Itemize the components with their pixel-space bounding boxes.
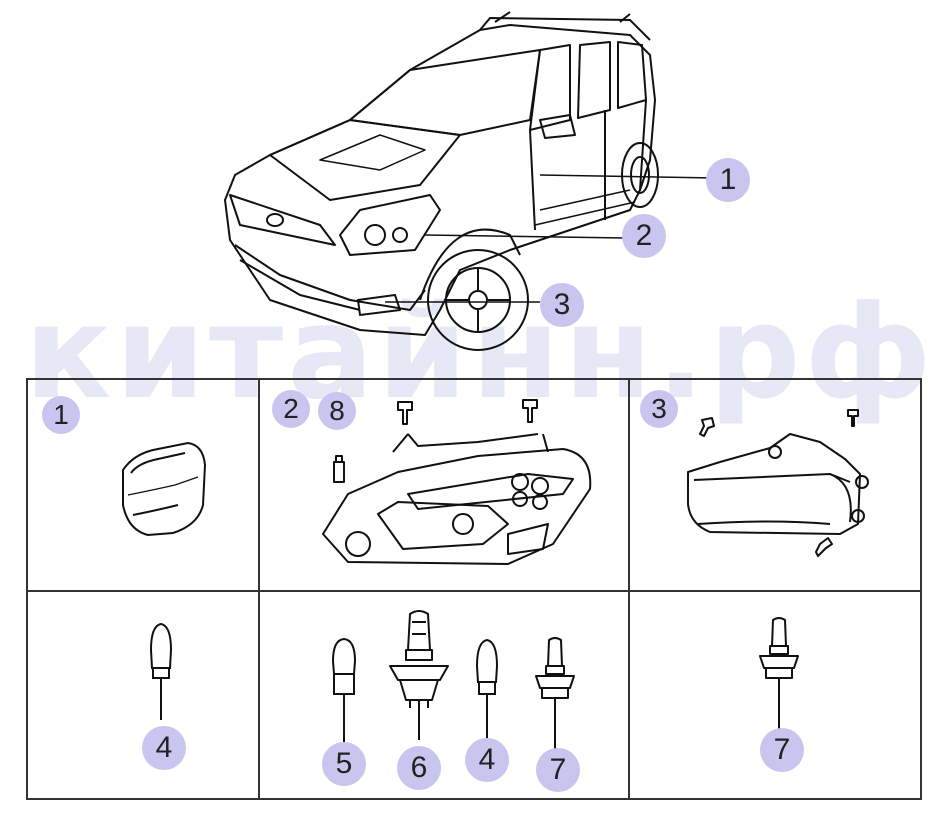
bulb-label-6: 6 [397, 746, 441, 790]
parts-grid: 1 2 8 [26, 378, 922, 800]
bayonet-bulb [331, 637, 357, 746]
cell-label-3: 3 [640, 390, 678, 428]
cell-label-2: 2 [272, 390, 310, 428]
vehicle-overview-drawing [224, 11, 716, 351]
bulb-label-4: 4 [465, 738, 509, 782]
wedge-bulb [149, 622, 173, 720]
headlamp-assembly [322, 399, 592, 565]
bulb-label-4: 4 [142, 726, 186, 770]
cell-label-8: 8 [318, 392, 356, 430]
fog-lamp [687, 409, 869, 557]
cell-label-1: 1 [42, 396, 80, 434]
bulb-label-7: 7 [536, 748, 580, 792]
grid-divider [258, 380, 260, 798]
overview-callout-1: 1 [706, 158, 750, 202]
overview-callout-2: 2 [622, 214, 666, 258]
h3-halogen-bulb [535, 637, 575, 754]
wedge-bulb [475, 638, 499, 744]
overview-callout-3: 3 [540, 283, 584, 327]
bulb-label-5: 5 [322, 742, 366, 786]
grid-divider [28, 590, 920, 592]
side-marker-lamp [122, 441, 207, 537]
grid-divider [628, 380, 630, 798]
h4-headlamp-bulb [389, 610, 449, 740]
bulb-label-7: 7 [760, 728, 804, 772]
h3-halogen-bulb [759, 617, 799, 734]
